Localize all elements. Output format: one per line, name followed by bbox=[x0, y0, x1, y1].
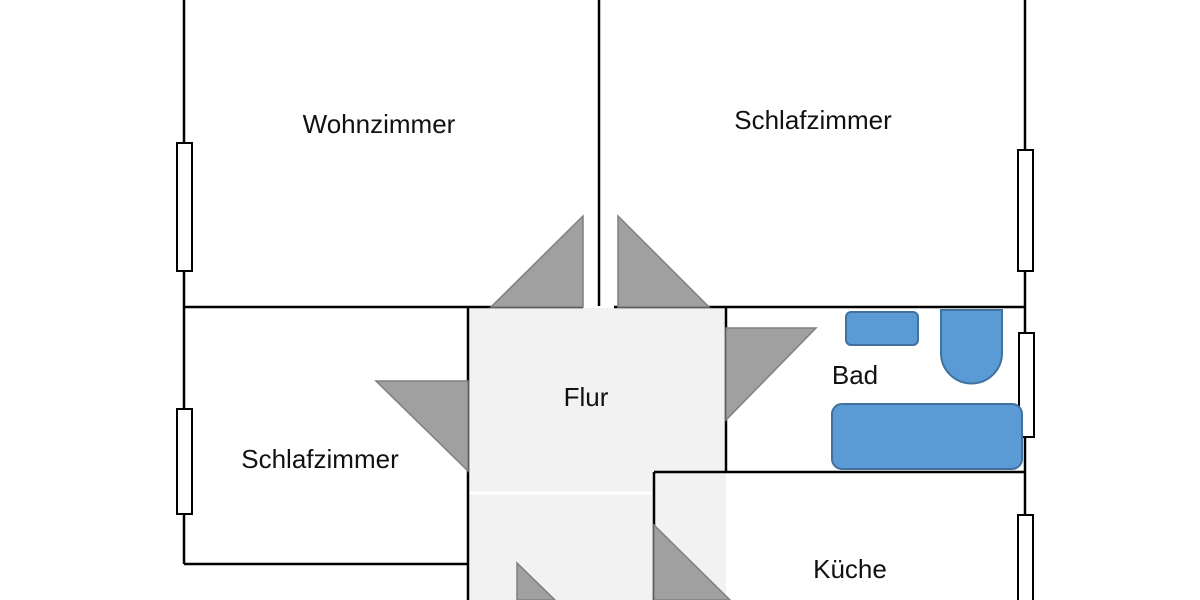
window-kueche bbox=[1017, 514, 1034, 600]
room-label-kueche: Küche bbox=[813, 554, 887, 584]
door-swings bbox=[374, 214, 818, 600]
window-wohnzimmer bbox=[176, 142, 193, 272]
window-schlafzimmer-top bbox=[1017, 149, 1034, 272]
room-label-schlafzimmer-top: Schlafzimmer bbox=[734, 105, 892, 135]
door-schlafzimmer-top bbox=[617, 214, 711, 308]
door-bottom bbox=[516, 561, 557, 600]
window-bad bbox=[1018, 332, 1035, 438]
room-label-schlafzimmer-left: Schlafzimmer bbox=[241, 444, 399, 474]
sink-icon bbox=[845, 311, 919, 346]
bath-fixtures bbox=[831, 309, 1023, 470]
room-label-bad: Bad bbox=[832, 360, 878, 390]
bathtub-icon bbox=[831, 403, 1023, 470]
flur-floor bbox=[468, 308, 726, 600]
room-label-wohnzimmer: Wohnzimmer bbox=[303, 109, 456, 139]
window-schlafzimmer-left bbox=[176, 408, 193, 515]
door-kueche bbox=[653, 523, 732, 600]
toilet-icon bbox=[940, 309, 1003, 385]
door-wohnzimmer bbox=[489, 214, 584, 308]
room-label-flur: Flur bbox=[564, 382, 609, 412]
windows bbox=[176, 142, 1035, 600]
door-bad bbox=[725, 327, 818, 422]
door-schlafzimmer-left bbox=[374, 380, 469, 473]
